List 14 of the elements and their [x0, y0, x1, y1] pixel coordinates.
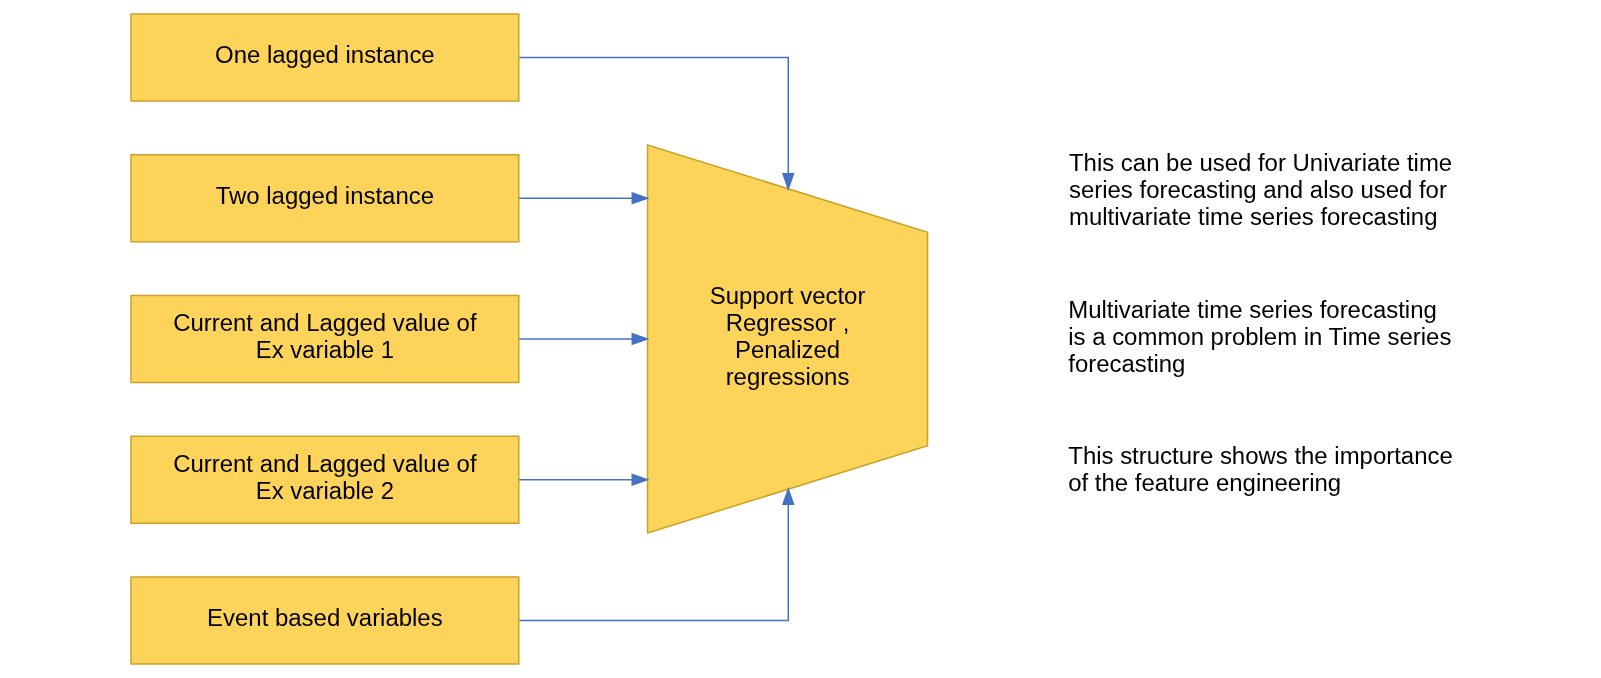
node-box: Two lagged instance — [129, 154, 519, 243]
node-box: Event based variables — [129, 576, 519, 665]
arrow — [518, 56, 795, 192]
arrow — [517, 332, 650, 346]
node-box: Current and Lagged value of Ex variable 2 — [129, 435, 519, 524]
arrow — [518, 486, 795, 622]
node-box: Support vector Regressor , Penalized regressions — [646, 143, 928, 535]
label: Multivariate time series forecasting is a common problem in Time series forecasting — [1067, 295, 1451, 377]
arrow — [517, 191, 650, 205]
arrow — [517, 473, 650, 487]
label: This structure shows the importance of the feature engineering — [1067, 442, 1453, 497]
node-box: One lagged instance — [129, 13, 519, 102]
node-box: Current and Lagged value of Ex variable 1 — [129, 294, 519, 384]
label: This can be used for Univariate time series forecasting and also used for multivariate time series forecasting — [1068, 149, 1452, 230]
